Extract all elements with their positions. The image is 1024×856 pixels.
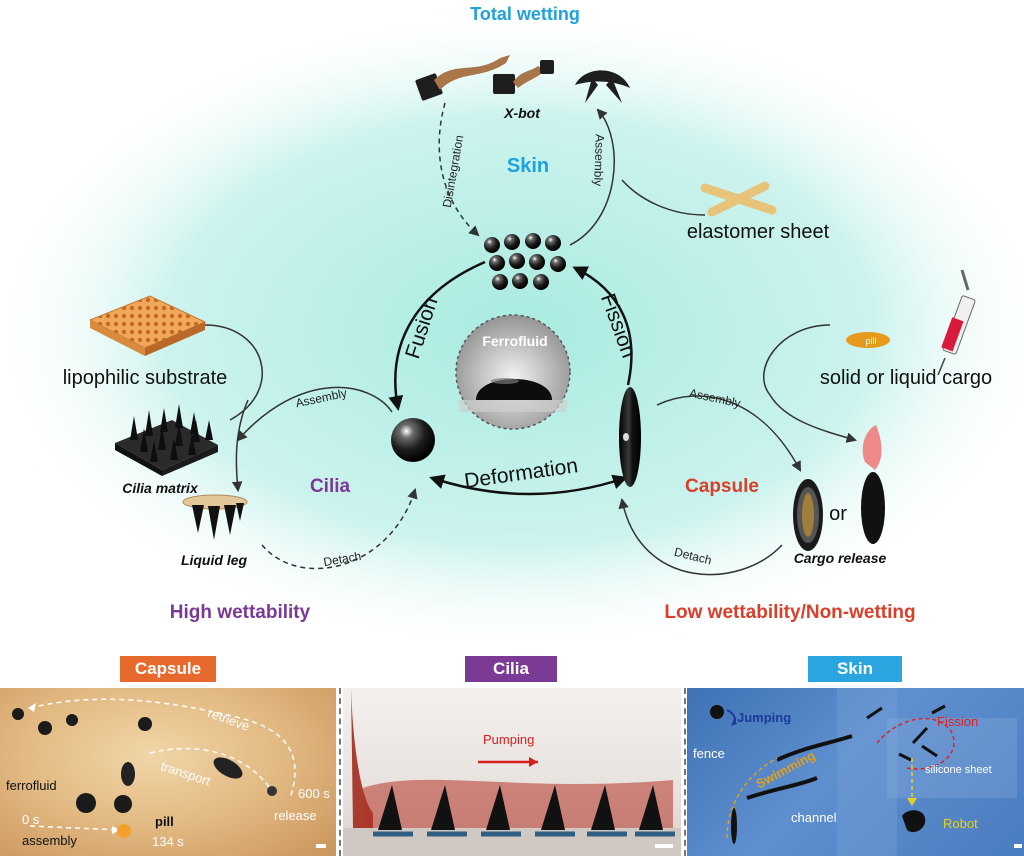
pill-icon [846,332,890,348]
fusion-arrow [388,260,486,411]
capsule-title: Capsule [685,476,759,497]
cilia-detach-arrow [261,487,418,570]
droplet-cluster [484,233,566,290]
cilia-detach-label: Detach [322,549,362,569]
spherical-droplet [391,418,435,462]
deformation-arrow [429,474,628,496]
elongated-droplet [619,387,641,487]
capsule-photo-overlay [12,698,326,848]
cilia-title: Cilia [310,476,351,497]
skin-assembly-label: Assembly [591,134,607,186]
jumping-label: Jumping [737,710,792,725]
tag-skin: Skin [808,656,902,682]
xbot-crawler [575,70,630,103]
cilia-assembly-arrow [236,386,393,442]
skin-photo: Jumping fence Swimming Fission silicone … [687,688,1024,856]
cilia-matrix-icon [115,404,218,476]
fence-label: fence [693,746,725,761]
ferrofluid-label: Ferrofluid [482,333,547,349]
pill-label: pill [865,336,876,346]
or-label: or [829,503,847,525]
elastomer-sheet-icon [700,181,777,217]
capsule-detach-arrow [618,497,783,576]
elastomer-feed-line [621,179,706,216]
header-high-wettability: High wettability [170,602,311,623]
elastomer-sheet-label: elastomer sheet [687,221,830,243]
xbot-gripper [493,60,554,94]
separator-left [339,688,341,856]
assembly-photo-label: assembly [22,833,77,848]
syringe-icon [937,269,976,376]
skin-title: Skin [507,155,549,177]
ferrofluid-droplet [476,379,552,400]
skin-photo-overlay [710,688,1022,856]
header-low-wettability: Low wettability/Non-wetting [664,602,915,623]
cargo-label: solid or liquid cargo [820,367,992,389]
photo-ferrofluid-label: ferrofluid [6,778,57,793]
cilia-photo-overlay [343,688,681,856]
photo-pill-label: pill [155,814,174,829]
robot-label: Robot [943,816,978,831]
cilia-matrix-label: Cilia matrix [122,480,199,496]
header-total-wetting: Total wetting [470,4,580,24]
tag-cilia: Cilia [465,656,557,682]
cargo-release-label: Cargo release [794,550,887,566]
time-0s: 0 s [22,812,40,827]
fission-photo-label: Fission [937,714,979,729]
capsule-solid-cargo [793,479,823,551]
xbot-strip-robot [415,55,510,101]
lipophilic-substrate-label: lipophilic substrate [63,367,228,389]
time-134s: 134 s [152,834,184,849]
cilia-photo: Pumping [343,688,681,856]
skin-assembly-arrow [569,108,615,246]
tag-capsule: Capsule [120,656,216,682]
fission-arrow [572,266,633,386]
separator-right [684,688,686,856]
capsule-liquid-cargo [861,425,885,544]
channel-label: channel [791,810,837,825]
release-photo-label: release [274,808,317,823]
capsule-photo: retrieve transport ferrofluid pill 0 s a… [0,688,336,856]
liquid-leg-icon [182,494,248,540]
capsule-assembly-arrow [656,395,801,472]
silicone-sheet-label: silicone sheet [925,764,992,776]
lipophilic-substrate-icon [88,295,207,356]
liquid-leg-label: Liquid leg [181,552,248,568]
time-600s: 600 s [298,786,330,801]
xbot-label: X-bot [503,105,541,121]
pumping-label: Pumping [483,732,535,747]
